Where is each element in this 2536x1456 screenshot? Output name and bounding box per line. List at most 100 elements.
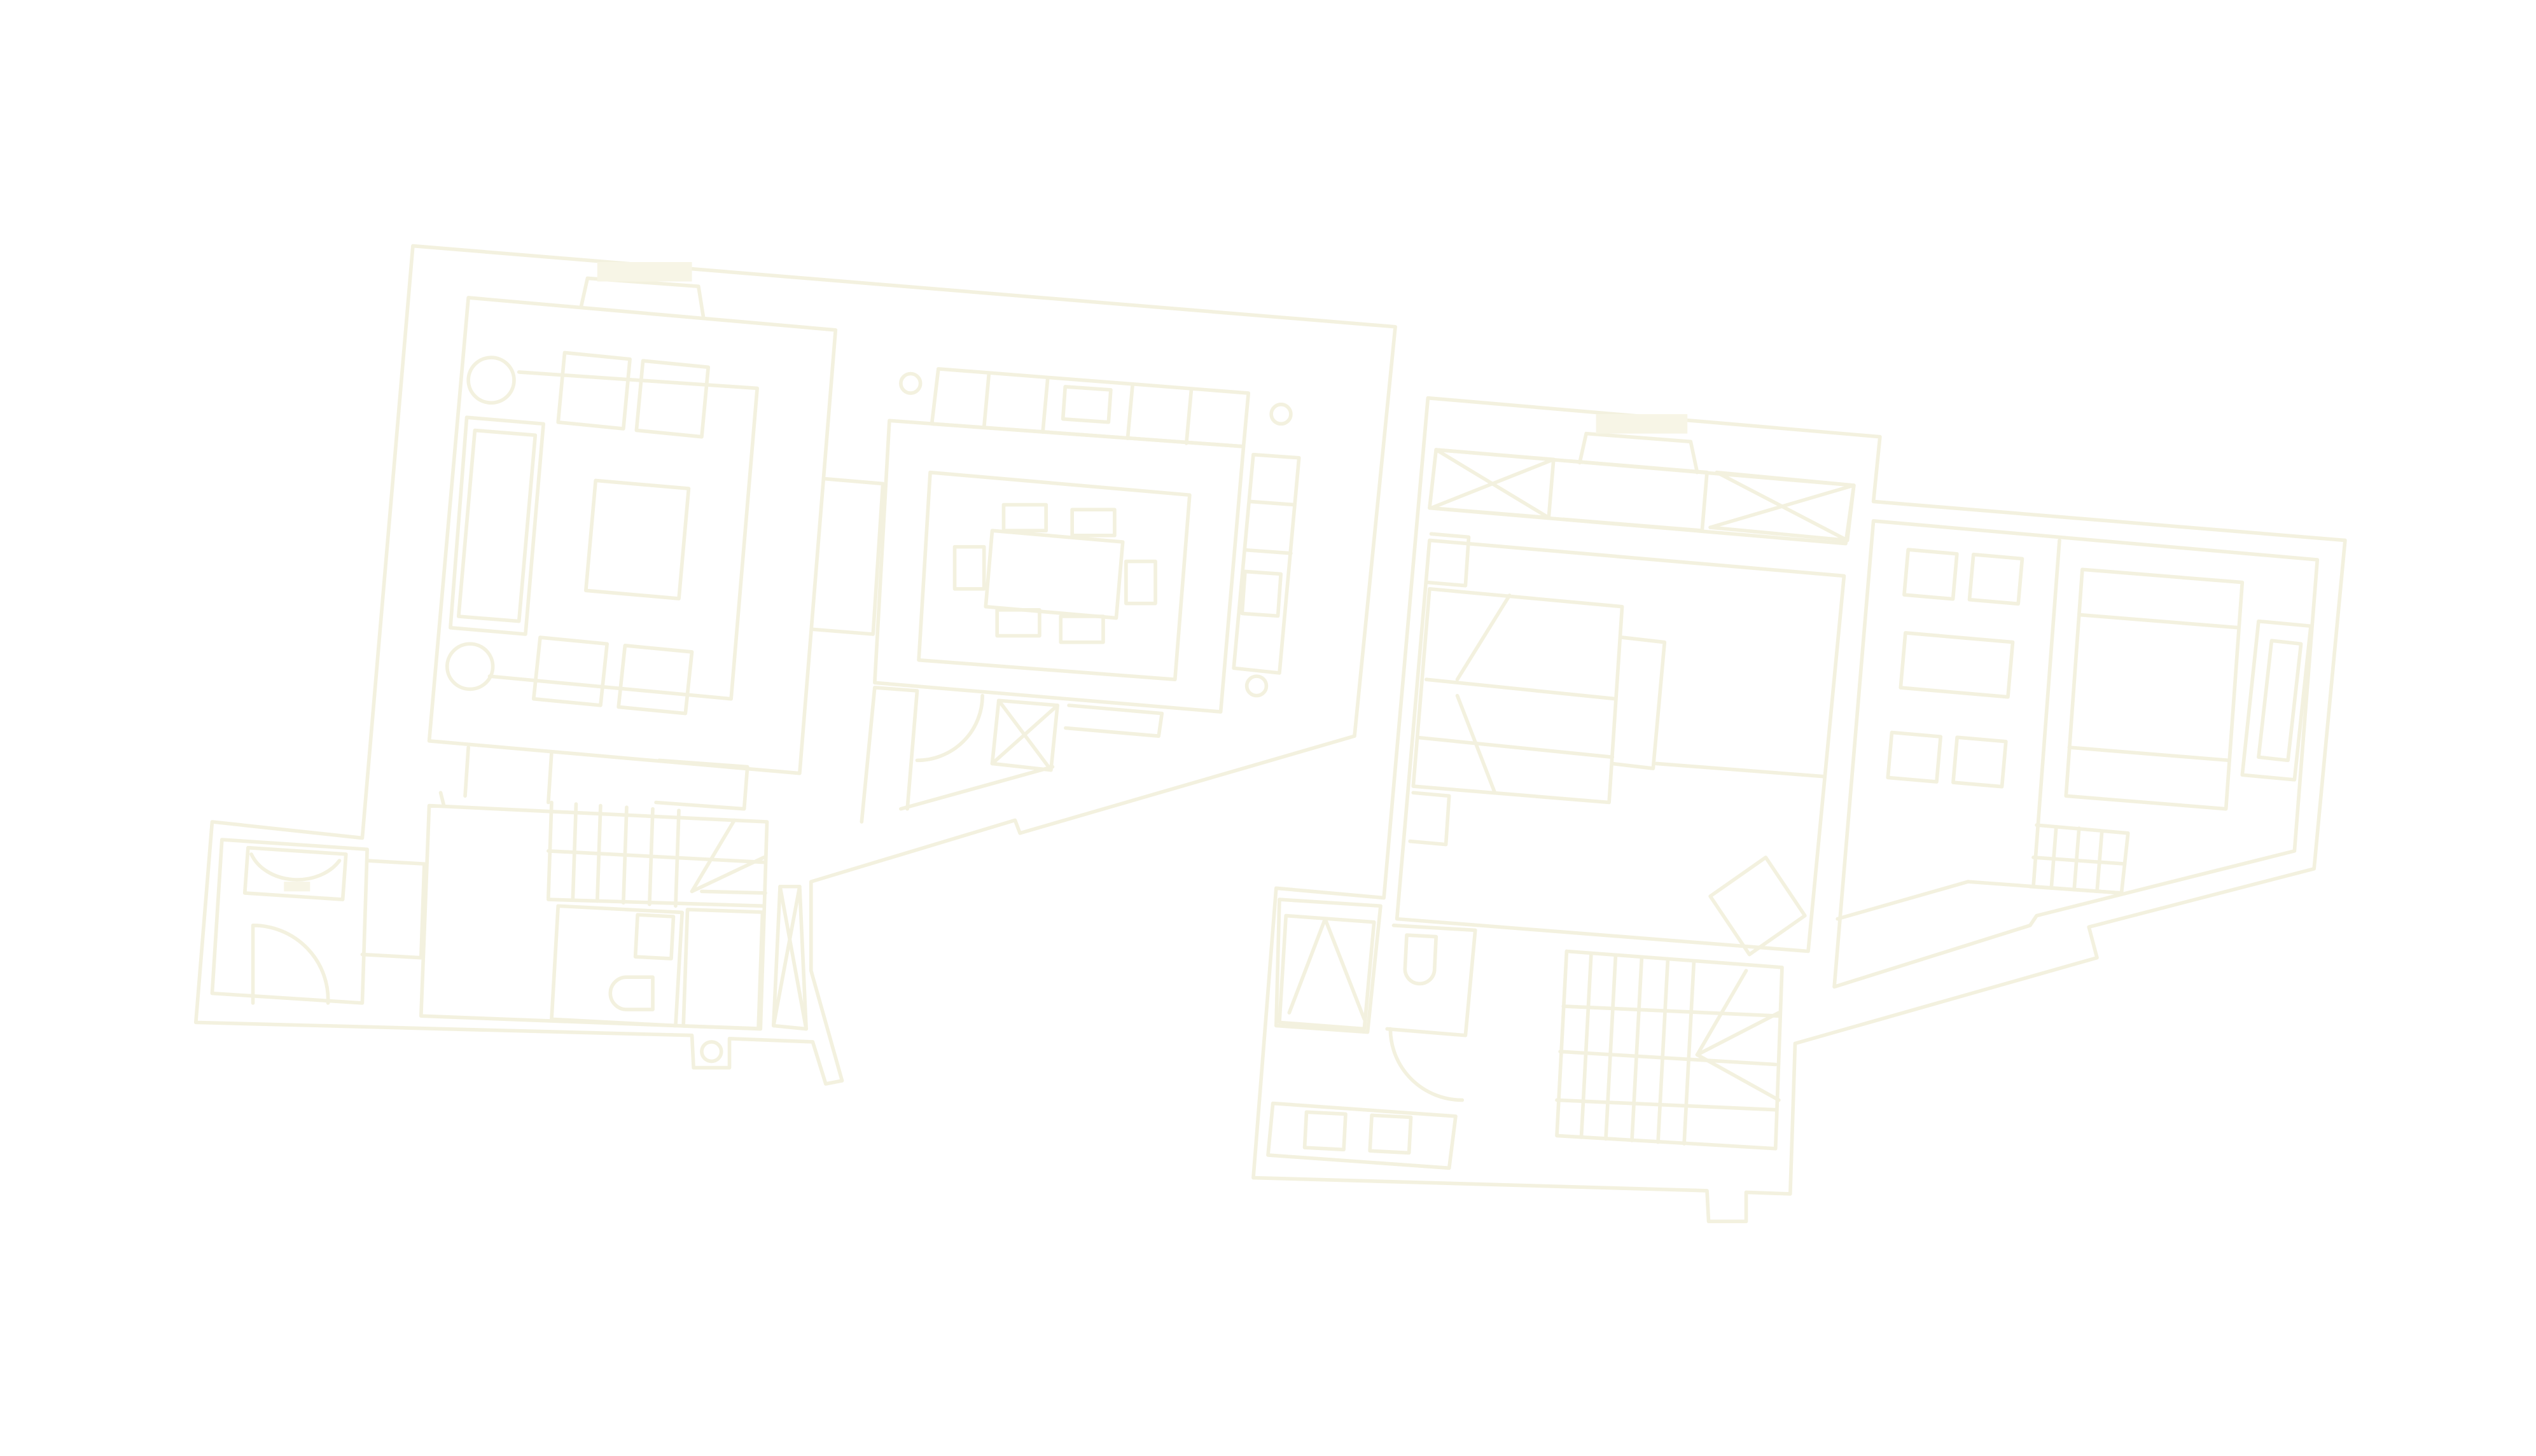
east-chair-2 xyxy=(1967,552,2024,606)
right-closet-x1 xyxy=(1287,917,1327,1015)
east-step-edge xyxy=(1836,880,1970,921)
bedside-2 xyxy=(1408,791,1451,847)
east-desk xyxy=(1899,631,2015,699)
right-fireplace-hearth xyxy=(1596,414,1688,434)
dining-chair-3 xyxy=(995,608,1042,638)
right-toilet-icon xyxy=(1403,933,1439,986)
right-stair xyxy=(1555,949,1784,1151)
right-door-swing xyxy=(1388,1027,1465,1102)
dining-chair-1 xyxy=(1001,503,1048,533)
tall-cupboard-x1 xyxy=(778,884,808,1031)
plant-icon-2 xyxy=(1269,403,1293,426)
left-lower-top2 xyxy=(463,745,470,798)
wardrobe-x2 xyxy=(990,704,1059,766)
toilet-icon xyxy=(608,975,655,1011)
entry-corridor xyxy=(360,859,426,960)
counter-div-4 xyxy=(1184,388,1194,445)
right-bath-wall xyxy=(1385,923,1477,1037)
bath-sink xyxy=(633,913,676,960)
right-main-room xyxy=(1395,538,1846,953)
dining-chair-5 xyxy=(952,544,986,591)
left-fireplace xyxy=(579,276,706,319)
counter-div-2 xyxy=(1041,377,1050,434)
plant-icon-4 xyxy=(700,1040,723,1064)
bed-main-line2 xyxy=(1418,735,1615,759)
bench xyxy=(1064,704,1164,738)
east-bed-line1 xyxy=(2077,613,2241,630)
dining-table xyxy=(984,529,1125,620)
left-lower-top3 xyxy=(547,750,554,805)
main-room-divider xyxy=(1654,761,1827,779)
kitchen-counter-top xyxy=(930,367,1251,448)
dining-lower-wall xyxy=(860,686,919,824)
right-lower-wall xyxy=(1274,898,1383,1034)
desk-top xyxy=(1561,459,1709,533)
right-fireplace xyxy=(1578,431,1699,475)
counter-r-2 xyxy=(1244,548,1293,555)
left-bath-wall xyxy=(550,904,684,1028)
plant-icon-1 xyxy=(899,371,923,395)
kitchen-sink xyxy=(1061,385,1113,424)
bed-main-line1 xyxy=(1424,677,1618,701)
top-wardrobe-band xyxy=(1428,448,1856,546)
right-sink-2 xyxy=(1368,1113,1413,1155)
left-outer-wall xyxy=(193,244,1397,1086)
stair-landing xyxy=(547,898,766,908)
entry-step xyxy=(284,882,310,892)
bed-main-diag1 xyxy=(1455,593,1512,681)
side-table-1 xyxy=(466,356,516,405)
counter-div-3 xyxy=(1125,383,1134,441)
east-room xyxy=(1832,519,2320,989)
east-bath-inner xyxy=(2257,639,2303,763)
armchair-angled xyxy=(1708,856,1807,957)
side-table-2 xyxy=(445,642,495,691)
east-stair xyxy=(2028,823,2130,895)
door-swing-1 xyxy=(915,693,984,763)
left-floor-plan xyxy=(193,244,1397,1086)
tall-cupboard-x2 xyxy=(771,884,802,1028)
kitchen-hob xyxy=(1240,569,1283,618)
entry-bench-arc xyxy=(249,852,342,882)
armchair-2 xyxy=(634,359,711,439)
left-stair xyxy=(547,800,767,908)
east-chair-1 xyxy=(1902,548,1959,601)
right-lower-closet xyxy=(1278,913,1376,1031)
bed-main-diag2 xyxy=(1455,693,1497,795)
sofa-left xyxy=(449,415,545,636)
kitchen-counter-right xyxy=(1232,452,1301,675)
east-room-partition xyxy=(2031,538,2061,889)
left-lower-top xyxy=(438,791,446,808)
wardrobe-left xyxy=(1429,448,1556,520)
left-fireplace-hearth xyxy=(597,262,692,282)
shower xyxy=(681,908,765,1030)
plant-icon-3 xyxy=(1244,674,1269,698)
step-edge xyxy=(899,765,1055,811)
dining-rug xyxy=(917,470,1192,681)
dining-chair-2 xyxy=(1070,508,1117,537)
counter-r-1 xyxy=(1248,499,1296,507)
right-floor-plan xyxy=(1251,396,2347,1224)
sofa-left-inner xyxy=(456,428,538,623)
right-bottom-counter xyxy=(1266,1101,1458,1170)
east-step-edge2 xyxy=(1966,880,2124,895)
dining-chair-4 xyxy=(1059,614,1105,644)
left-living-wall xyxy=(427,296,838,775)
plan-lines xyxy=(193,244,2347,1224)
right-outer-wall xyxy=(1251,396,2347,1224)
east-chair-3 xyxy=(1886,730,1943,784)
armchair-1 xyxy=(556,350,632,431)
dining-wall xyxy=(873,419,1246,714)
left-lower-wall xyxy=(419,803,769,1031)
counter-div-1 xyxy=(982,371,991,429)
wardrobe-right xyxy=(1708,470,1856,543)
east-bed-line2 xyxy=(2067,745,2231,763)
wardrobe-left-x2 xyxy=(1429,457,1556,510)
bed-main xyxy=(1411,586,1624,805)
armchair-4 xyxy=(617,643,694,716)
entry-door-swing xyxy=(251,923,330,1005)
rug xyxy=(487,370,759,701)
right-closet-x2 xyxy=(1323,917,1367,1022)
dresser xyxy=(1610,635,1667,770)
east-bath xyxy=(2240,619,2313,782)
